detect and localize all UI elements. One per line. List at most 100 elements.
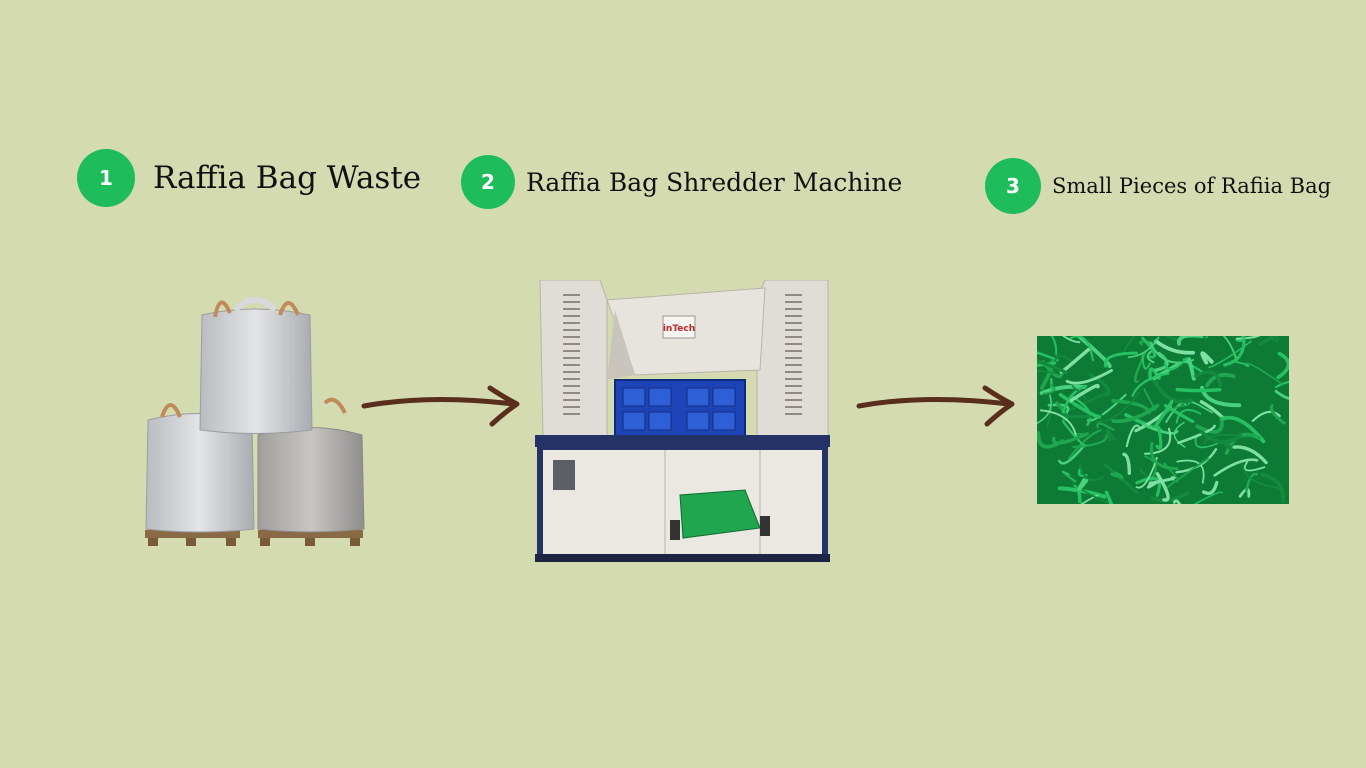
shredded-raffia-image bbox=[1037, 336, 1289, 504]
raffia-strand bbox=[1141, 336, 1157, 359]
raffia-strand bbox=[1125, 424, 1140, 448]
raffia-strand bbox=[1195, 416, 1224, 434]
raffia-strand bbox=[1150, 491, 1190, 503]
raffia-strand bbox=[1243, 460, 1266, 472]
raffia-strand bbox=[1202, 480, 1219, 496]
raffia-strand bbox=[1235, 336, 1261, 340]
raffia-strand bbox=[1173, 421, 1186, 448]
step-1-label: Raffia Bag Waste bbox=[153, 160, 422, 196]
raffia-strand bbox=[1154, 351, 1169, 372]
raffia-bags-image bbox=[145, 297, 365, 546]
raffia-strand bbox=[1151, 377, 1193, 404]
raffia-strand bbox=[1135, 476, 1161, 497]
raffia-strand bbox=[1127, 336, 1160, 359]
raffia-strand bbox=[1165, 401, 1187, 423]
raffia-strand bbox=[1154, 339, 1195, 355]
raffia-strand bbox=[1110, 471, 1124, 479]
raffia-strand bbox=[1213, 458, 1259, 477]
raffia-strand bbox=[1194, 434, 1219, 449]
machine-logo: inTech bbox=[663, 324, 695, 334]
raffia-strand bbox=[1200, 351, 1214, 365]
raffia-strand bbox=[1155, 472, 1170, 502]
step-2-badge: 2 bbox=[461, 155, 515, 209]
raffia-strand bbox=[1193, 491, 1223, 504]
raffia-strand bbox=[1239, 459, 1280, 489]
raffia-strand bbox=[1061, 384, 1088, 414]
raffia-strand bbox=[1141, 354, 1151, 370]
raffia-strand bbox=[1165, 457, 1210, 489]
raffia-strand bbox=[1106, 429, 1116, 442]
raffia-strand bbox=[1058, 392, 1102, 419]
raffia-strand bbox=[1039, 409, 1078, 438]
raffia-strand bbox=[1104, 490, 1114, 504]
raffia-strand bbox=[1269, 404, 1286, 425]
raffia-strand bbox=[1149, 441, 1179, 471]
raffia-strand bbox=[1078, 464, 1105, 482]
raffia-strand bbox=[1050, 336, 1058, 356]
raffia-strand bbox=[1071, 384, 1087, 400]
raffia-strand bbox=[1143, 388, 1157, 412]
raffia-strand bbox=[1245, 362, 1283, 385]
raffia-strand bbox=[1260, 472, 1286, 504]
raffia-strand bbox=[1274, 389, 1289, 400]
raffia-strand bbox=[1139, 468, 1149, 478]
raffia-strand bbox=[1103, 351, 1139, 368]
raffia-strand bbox=[1077, 336, 1112, 369]
raffia-strand bbox=[1103, 463, 1139, 495]
raffia-strand bbox=[1144, 427, 1172, 455]
raffia-strand bbox=[1146, 349, 1155, 364]
raffia-strand bbox=[1069, 336, 1094, 362]
raffia-strand bbox=[1096, 422, 1115, 431]
raffia-strand bbox=[1141, 423, 1179, 435]
flow-arrow-1 bbox=[361, 385, 520, 427]
raffia-strand bbox=[1258, 336, 1277, 346]
raffia-strand bbox=[1042, 383, 1056, 395]
raffia-strand bbox=[1066, 390, 1110, 412]
raffia-strand bbox=[1163, 357, 1188, 371]
raffia-strand bbox=[1111, 399, 1152, 415]
raffia-strand bbox=[1065, 369, 1113, 385]
raffia-strand bbox=[1208, 340, 1252, 369]
step-2: 2 Raffia Bag Shredder Machine bbox=[461, 155, 902, 209]
raffia-strand bbox=[1122, 452, 1132, 475]
step-2-label: Raffia Bag Shredder Machine bbox=[526, 167, 903, 197]
shredder-machine-image: inTech bbox=[535, 280, 830, 562]
raffia-strand bbox=[1069, 383, 1100, 403]
step-3: 3 Small Pieces of Rafiia Bag bbox=[985, 158, 1331, 214]
raffia-strand bbox=[1175, 409, 1202, 424]
raffia-strand bbox=[1072, 433, 1108, 449]
raffia-strand bbox=[1199, 430, 1243, 445]
raffia-strand bbox=[1223, 336, 1246, 367]
raffia-strand bbox=[1202, 336, 1207, 339]
raffia-strand bbox=[1177, 336, 1208, 346]
raffia-strand bbox=[1037, 361, 1057, 367]
raffia-strand bbox=[1148, 476, 1176, 485]
raffia-strand bbox=[1251, 410, 1281, 422]
raffia-strand bbox=[1080, 494, 1099, 504]
raffia-strand bbox=[1037, 359, 1068, 375]
step-1-badge: 1 bbox=[77, 149, 135, 207]
raffia-strand bbox=[1164, 336, 1179, 342]
step-1: 1 Raffia Bag Waste bbox=[77, 149, 421, 207]
flow-arrow-2 bbox=[856, 385, 1015, 427]
raffia-strand bbox=[1276, 351, 1289, 380]
raffia-strand bbox=[1061, 336, 1081, 344]
raffia-strand bbox=[1275, 380, 1289, 389]
raffia-strand bbox=[1163, 403, 1195, 423]
raffia-strand bbox=[1088, 373, 1111, 397]
raffia-strand bbox=[1037, 351, 1059, 362]
raffia-strand bbox=[1094, 391, 1141, 423]
raffia-strand bbox=[1131, 372, 1170, 398]
raffia-strand bbox=[1175, 387, 1222, 393]
raffia-strand bbox=[1155, 425, 1163, 450]
raffia-strand bbox=[1268, 336, 1279, 343]
raffia-strand bbox=[1061, 470, 1077, 483]
raffia-strand bbox=[1232, 445, 1268, 465]
raffia-strand bbox=[1051, 432, 1089, 445]
raffia-strand bbox=[1068, 429, 1102, 460]
raffia-strand bbox=[1077, 478, 1089, 491]
raffia-strand bbox=[1037, 369, 1056, 375]
step-3-label: Small Pieces of Rafiia Bag bbox=[1052, 174, 1332, 198]
raffia-strand bbox=[1049, 377, 1053, 391]
step-3-badge: 3 bbox=[985, 158, 1041, 214]
